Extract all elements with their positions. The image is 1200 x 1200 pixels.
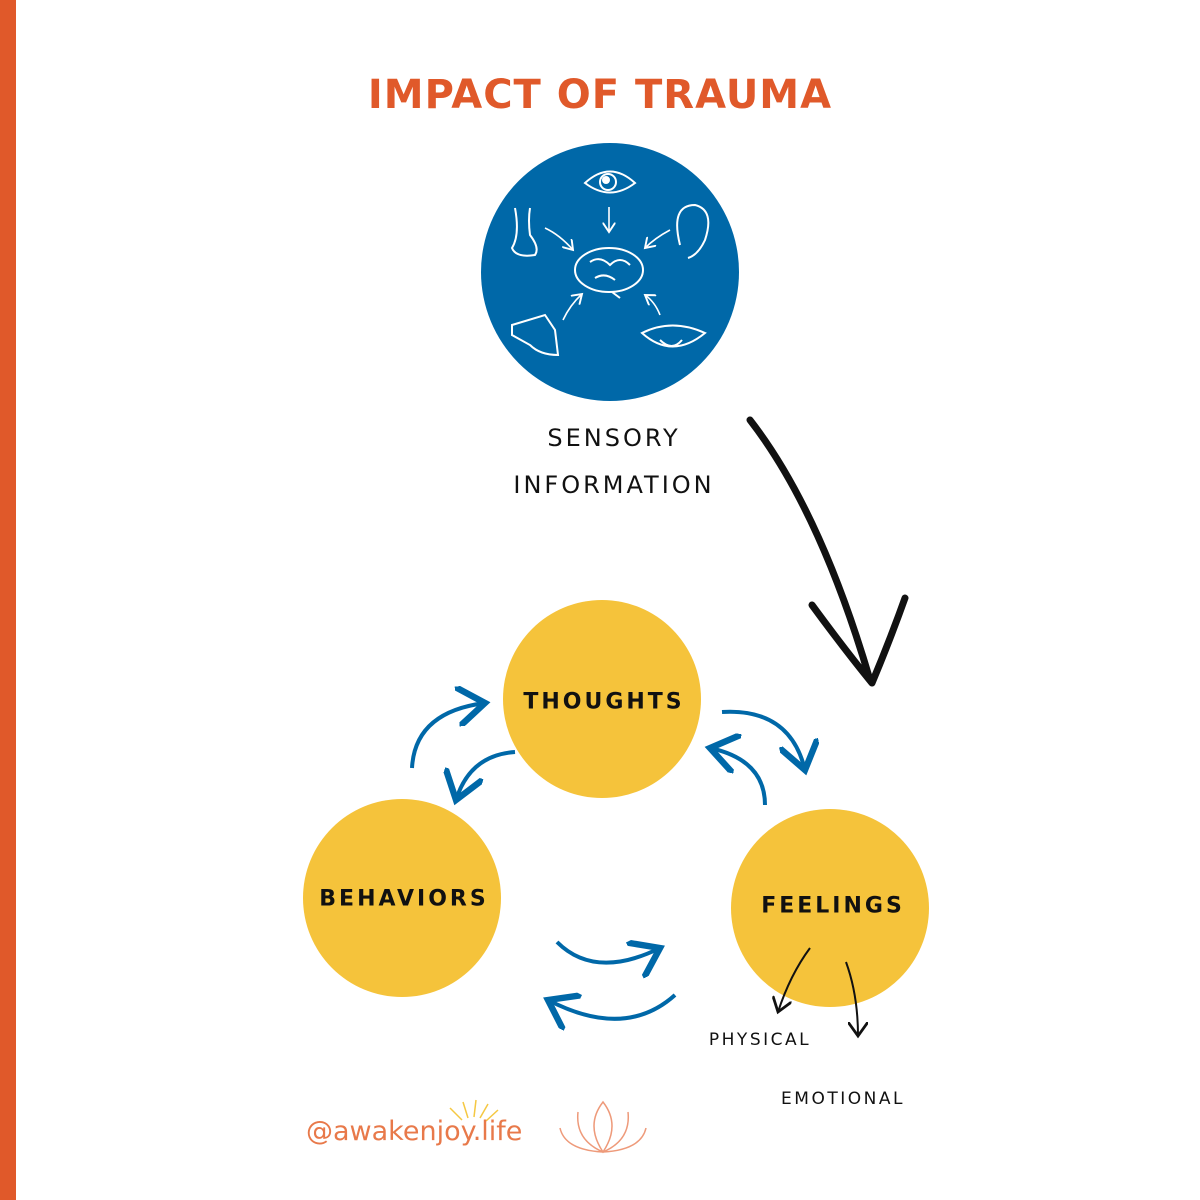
thoughts-label: THOUGHTS	[523, 689, 685, 715]
feelings-branch-arrows	[778, 947, 858, 1036]
thoughts-circle	[503, 600, 701, 798]
feelings-circle	[731, 809, 929, 1007]
sun-logo-icon	[449, 1099, 499, 1122]
physical-label: PHYSICAL	[708, 1030, 812, 1050]
feelings-label: FEELINGS	[761, 893, 905, 919]
sense-arrows	[544, 207, 671, 321]
mouth-icon	[640, 324, 707, 348]
cycle-arrows	[410, 703, 805, 1019]
social-handle: @awakenjoy.life	[306, 1116, 523, 1147]
hand-icon	[511, 313, 560, 357]
behaviors-circle	[303, 799, 501, 997]
ear-icon	[676, 203, 710, 259]
sensory-label-line2: INFORMATION	[513, 471, 715, 499]
page-title: IMPACT OF TRAUMA	[367, 72, 833, 118]
emotional-label: EMOTIONAL	[781, 1089, 905, 1109]
lotus-logo-icon	[559, 1100, 647, 1154]
left-accent-bar	[0, 0, 16, 1200]
brain-icon	[574, 247, 644, 299]
flow-arrow	[746, 416, 909, 687]
nose-icon	[510, 207, 538, 257]
eye-icon	[583, 170, 637, 194]
behaviors-label: BEHAVIORS	[319, 886, 489, 912]
sensory-circle	[481, 143, 739, 401]
sensory-label-line1: SENSORY	[547, 424, 681, 452]
